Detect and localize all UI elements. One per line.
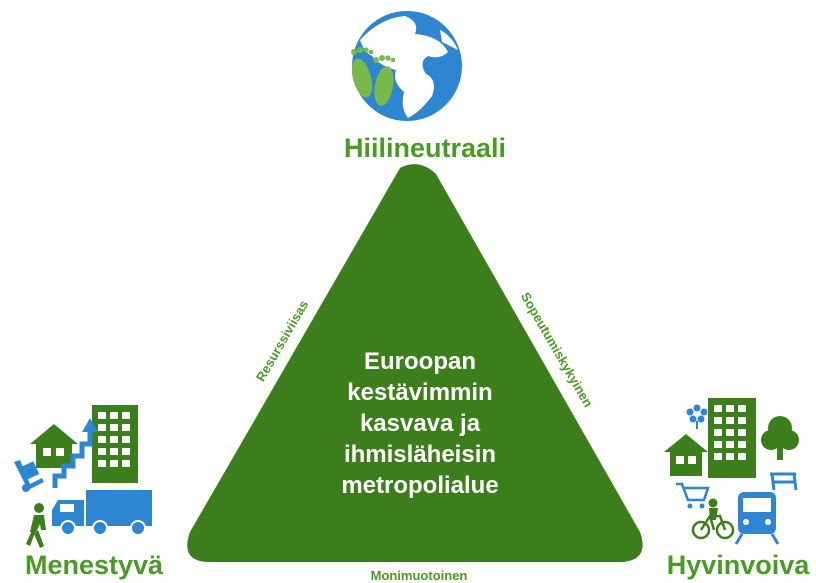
center-line: ihmisläheisin — [343, 441, 497, 468]
center-line: metropolialue — [341, 472, 499, 499]
globe-footprints-icon — [351, 11, 462, 121]
center-statement: Euroopan kestävimmin kasvava ja ihmisläh… — [300, 346, 540, 501]
center-line: Euroopan — [364, 348, 476, 375]
edge-label-bottom: Monimuotoinen — [371, 568, 468, 583]
corner-label-top: Hiilineutraali — [344, 133, 506, 163]
central-triangle — [187, 164, 643, 562]
corner-label-left: Menestyvä — [25, 550, 164, 580]
growth-logistics-icon — [14, 405, 152, 548]
corner-label-right: Hyvinvoiva — [667, 550, 811, 580]
center-line: kasvava ja — [359, 410, 481, 437]
center-line: kestävimmin — [347, 379, 493, 406]
wellbeing-city-icon — [664, 398, 799, 545]
